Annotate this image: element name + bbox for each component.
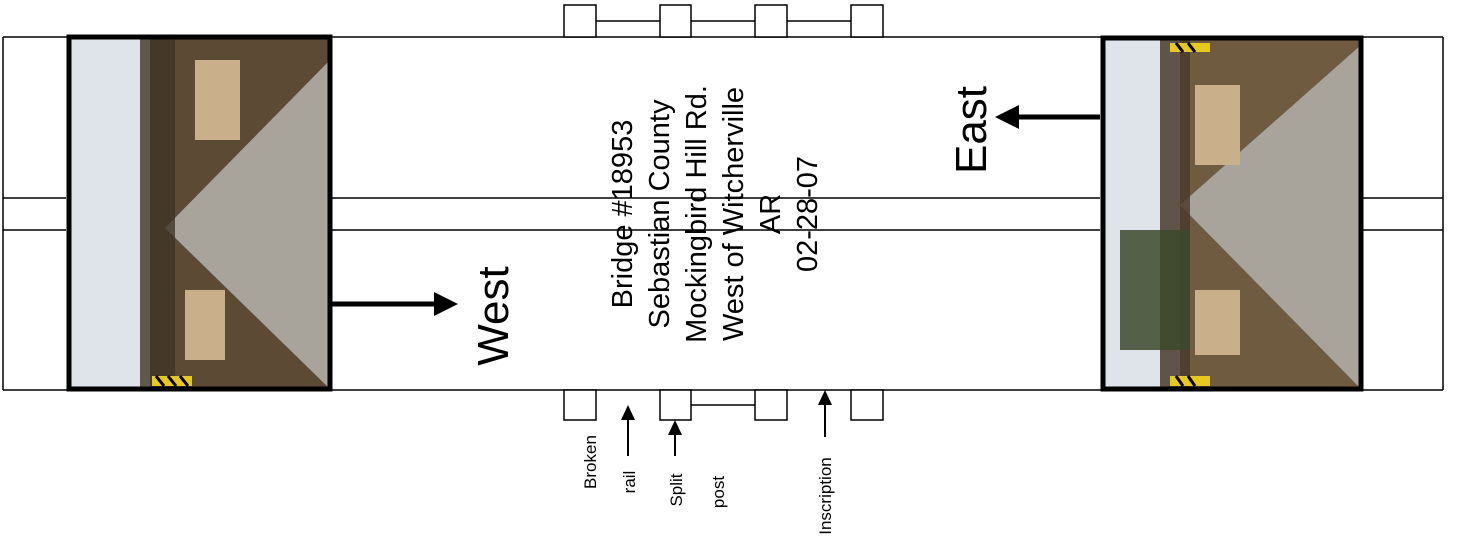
annotation-arrows <box>621 390 832 456</box>
east-label: East <box>947 85 996 175</box>
bottom-railing <box>563 389 884 421</box>
railing-post <box>659 389 692 421</box>
annotation-broken: Broken <box>581 435 600 489</box>
railing-post <box>850 4 884 38</box>
annotation-post: post <box>709 475 728 509</box>
west-arrow <box>332 292 458 316</box>
annotation-inscription: Inscription <box>816 457 835 535</box>
east-photo <box>1100 35 1364 392</box>
railing-post <box>563 4 597 38</box>
top-railing <box>563 4 884 38</box>
railing-post <box>754 389 788 421</box>
title-line-date: 02-28-07 <box>792 155 824 273</box>
title-line-bridge-number: Bridge #18953 <box>607 119 639 309</box>
east-arrow <box>995 105 1100 129</box>
title-line-state: AR <box>755 193 787 235</box>
bridge-title-block: Bridge #18953 Sebastian County Mockingbi… <box>605 85 827 343</box>
railing-post <box>563 389 597 421</box>
railing-post <box>659 4 692 38</box>
railing-post <box>754 4 788 38</box>
title-line-road: Mockingbird Hill Rd. <box>681 85 713 343</box>
title-line-county: Sebastian County <box>644 99 676 329</box>
annotation-rail: rail <box>620 470 639 494</box>
railing-post <box>850 389 884 421</box>
west-label: West <box>469 266 518 366</box>
annotation-split: Split <box>667 473 686 507</box>
title-line-location: West of Witcherville <box>718 86 750 342</box>
west-photo <box>66 34 333 392</box>
